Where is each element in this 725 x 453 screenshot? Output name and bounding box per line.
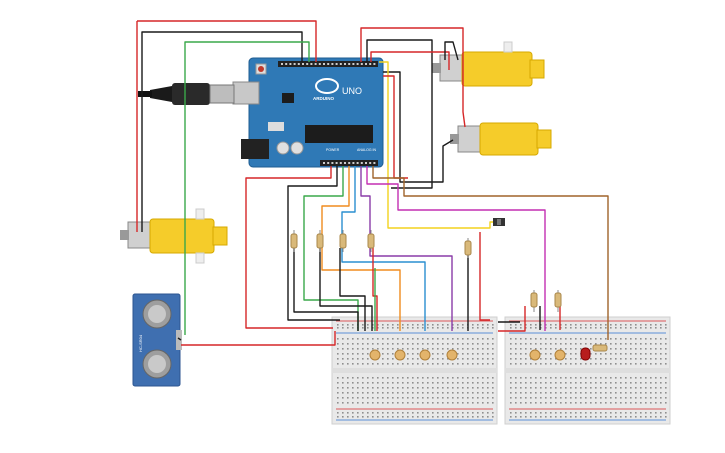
- wire-black: [287, 166, 340, 321]
- dc-motor-top: [432, 41, 545, 87]
- led-red: [580, 347, 591, 361]
- wire-black: [339, 248, 366, 331]
- wire-red: [479, 232, 490, 321]
- arduino-uno-board: ARDUINO UNO POWER ANALOG IN: [232, 57, 384, 168]
- photoresistors: [369, 349, 566, 361]
- wire-black: [141, 31, 303, 232]
- arduino-digital-header: [281, 63, 376, 65]
- resistor: [367, 230, 375, 252]
- photoresistor: [554, 349, 566, 361]
- wire-red: [383, 75, 408, 179]
- wire-purple: [366, 166, 546, 306]
- arduino-power-label: POWER: [326, 148, 340, 152]
- photoresistor: [446, 349, 458, 361]
- dc-motor-left: [120, 208, 228, 264]
- resistor: [464, 238, 472, 258]
- wire-red: [137, 20, 317, 62]
- wire-yellow: [379, 61, 500, 229]
- sensor-name-text: HC-SR04: [138, 334, 143, 352]
- photoresistor: [394, 349, 406, 361]
- wire-red: [498, 306, 526, 332]
- resistors: [290, 230, 608, 352]
- wire-red: [181, 331, 336, 346]
- resistor: [290, 230, 298, 252]
- wire-purple: [360, 166, 453, 331]
- breadboard-left: [331, 316, 498, 425]
- photoresistor: [419, 349, 431, 361]
- ultrasonic-sensor: HC-SR04: [132, 293, 182, 387]
- photoresistor: [529, 349, 541, 361]
- wire-black: [444, 41, 459, 61]
- arduino-logo-text: ARDUINO: [313, 96, 334, 101]
- resistor: [592, 344, 608, 352]
- arduino-model-text: UNO: [342, 86, 362, 96]
- wire-red: [245, 166, 333, 329]
- breadboard-holes: [337, 324, 494, 418]
- breadboard-right: [504, 316, 671, 425]
- dc-motor-middle: [450, 122, 552, 156]
- resistor: [316, 230, 324, 252]
- wire-black: [383, 71, 454, 183]
- wires: [136, 20, 609, 346]
- arduino-analog-label: ANALOG IN: [357, 148, 377, 152]
- wire-brown: [372, 166, 609, 340]
- wire-red: [360, 27, 466, 128]
- resistor: [554, 290, 562, 312]
- resistor: [339, 230, 347, 252]
- usb-cable: [138, 83, 235, 105]
- wire-red: [370, 51, 450, 70]
- wire-black: [366, 39, 433, 189]
- wire-green: [303, 166, 359, 331]
- slide-switch: [493, 218, 505, 226]
- resistor: [530, 290, 538, 312]
- arduino-analog-header: [323, 162, 376, 164]
- wire-black: [293, 248, 359, 331]
- wire-green: [184, 41, 310, 335]
- wire-black: [319, 248, 373, 331]
- wire-black: [177, 337, 182, 341]
- photoresistor: [369, 349, 381, 361]
